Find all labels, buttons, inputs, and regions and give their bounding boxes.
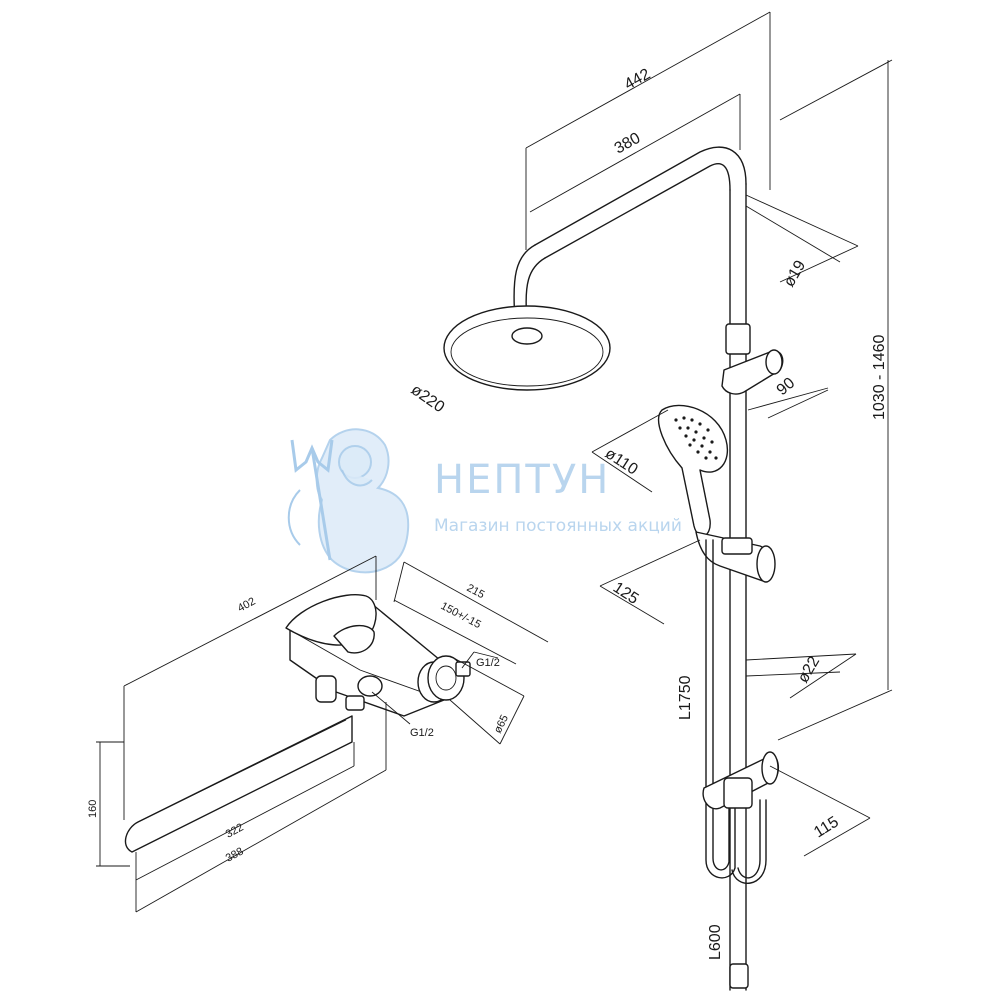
neptune-trident-figure-icon (287, 428, 410, 574)
dim-mixer-215: 215 (465, 582, 487, 601)
dim-pipe-19: ø19 (781, 258, 810, 290)
dim-thread-g12-top: G1/2 (476, 657, 500, 669)
watermark-title: НЕПТУН (434, 457, 610, 503)
bath-mixer (124, 594, 471, 853)
dim-slider-125: 125 (610, 579, 642, 608)
dim-380: 380 (612, 130, 644, 158)
riser-dimensions (525, 11, 893, 857)
watermark-subtitle: Магазин постоянных акций (434, 516, 682, 536)
dim-bar-22: ø22 (795, 654, 824, 686)
dim-spout-160: 160 (87, 800, 99, 818)
eccentric-flange (417, 655, 471, 703)
dim-spout-388: 388 (224, 845, 246, 864)
shower-riser (443, 146, 784, 991)
dim-flange-65: ø65 (492, 713, 511, 735)
mixer-dimensions (96, 555, 549, 913)
dim-mixer-402: 402 (236, 595, 258, 614)
watermark: НЕПТУН Магазин постоянных акций (287, 428, 682, 574)
dim-hose-1750: L1750 (677, 675, 694, 720)
dim-thread-g12-bottom: G1/2 (410, 727, 434, 739)
dim-height-range: 1030 - 1460 (871, 334, 888, 420)
dim-holder-90: 90 (774, 375, 799, 400)
rain-shower-head (443, 305, 611, 391)
dim-head-220: ø220 (408, 381, 448, 416)
dim-hose-600: L600 (707, 924, 724, 960)
dim-442: 442 (622, 66, 654, 94)
hand-shower (657, 404, 729, 537)
